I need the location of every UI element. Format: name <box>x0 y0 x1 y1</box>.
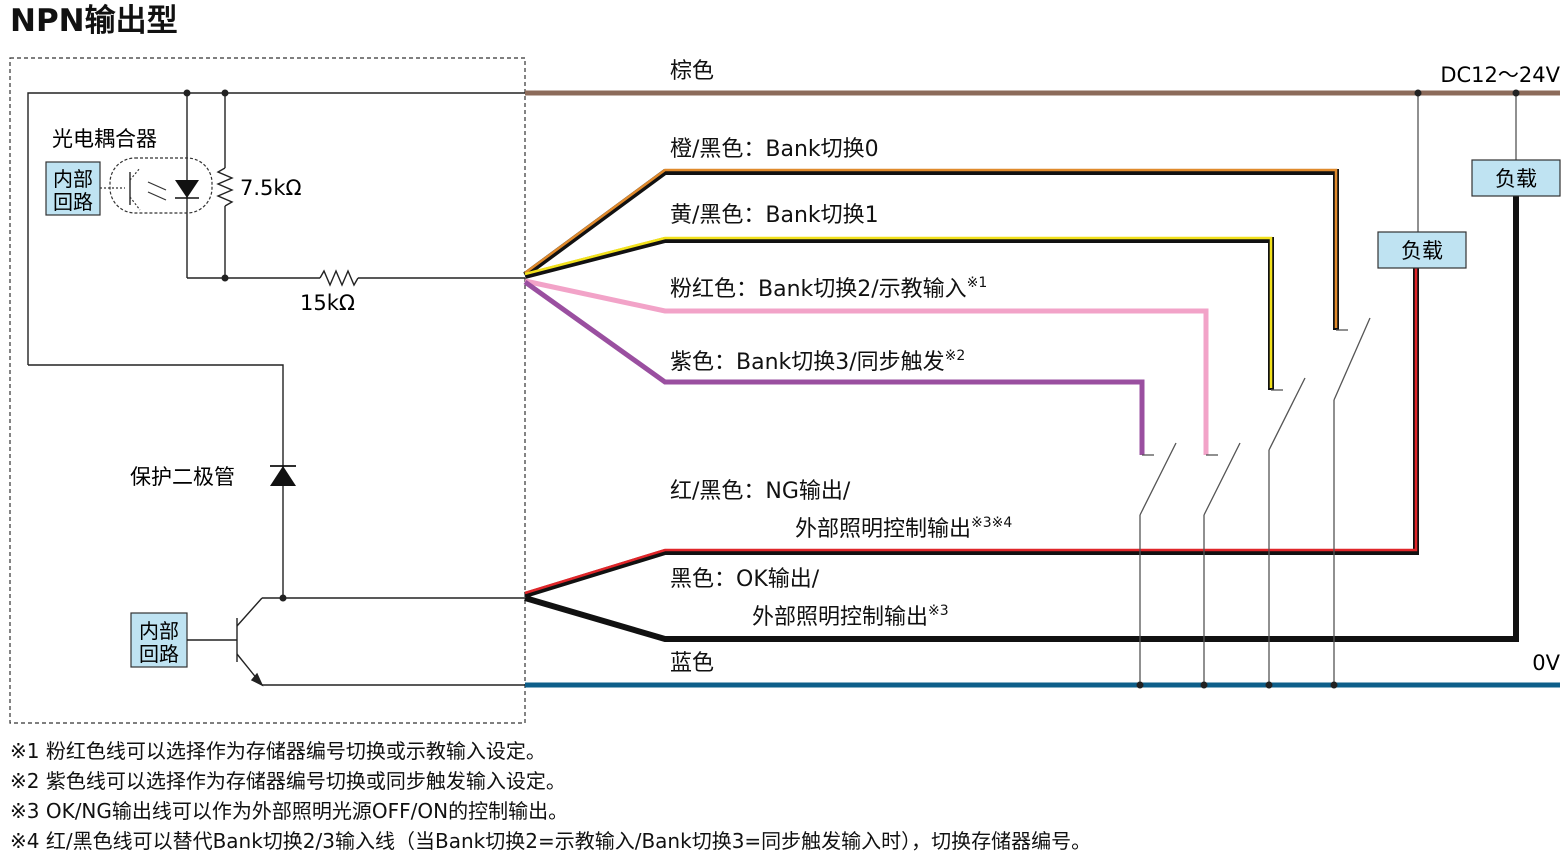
load-junction <box>1512 89 1520 97</box>
svg-text:内部: 内部 <box>139 619 179 643</box>
svg-text:负载: 负载 <box>1495 167 1537 191</box>
wire-label-black-line2: 外部照明控制输出※3 <box>752 603 949 630</box>
wire-label-blue: 蓝色 <box>670 651 714 676</box>
resistor-7k5-label: 7.5kΩ <box>240 176 302 200</box>
circuit-junctions <box>183 89 287 602</box>
footnote-4: ※4 红/黑色线可以替代Bank切换2/3输入线（当Bank切换2=示教输入/B… <box>10 829 1092 853</box>
internal-circuit-box-top: 内部 回路 <box>45 161 101 216</box>
pink-wire <box>524 278 1209 455</box>
wire-label-orange: 橙/黑色：Bank切换0 <box>670 137 879 162</box>
wire-label-red-black: 红/黑色：NG输出/ <box>670 479 851 504</box>
orange-black-wire <box>523 168 1339 330</box>
wire-labels: 棕色 橙/黑色：Bank切换0 黄/黑色：Bank切换1 粉红色：Bank切换2… <box>670 59 1012 676</box>
wire-label-pink: 粉红色：Bank切换2/示教输入※1 <box>670 275 987 302</box>
purple-wire <box>523 279 1145 455</box>
protection-diode-label: 保护二极管 <box>130 465 235 489</box>
wire-label-black: 黑色：OK输出/ <box>670 567 820 592</box>
load-box-2: 负载 <box>1471 159 1561 197</box>
page-title: NPN输出型 <box>10 3 178 39</box>
red-black-wire <box>524 266 1419 598</box>
yellow-black-wire <box>524 236 1274 390</box>
footnote-3: ※3 OK/NG输出线可以作为外部照明光源OFF/ON的控制输出。 <box>10 799 569 823</box>
load-lines <box>1417 93 1517 232</box>
footnote-1: ※1 粉红色线可以选择作为存储器编号切换或示教输入设定。 <box>10 739 546 763</box>
input-circuit <box>27 92 525 598</box>
load-junction <box>1414 89 1422 97</box>
optocoupler-label: 光电耦合器 <box>52 127 157 151</box>
wire-label-yellow: 黄/黑色：Bank切换1 <box>670 203 879 228</box>
wire-label-red-black-line2: 外部照明控制输出※3※4 <box>795 515 1012 542</box>
svg-text:回路: 回路 <box>139 642 179 666</box>
led-diode-symbol <box>175 180 199 198</box>
internal-circuit-box-bottom: 内部 回路 <box>130 612 188 668</box>
supply-positive-label: DC12～24V <box>1440 63 1560 87</box>
black-wire <box>524 196 1519 642</box>
optocoupler <box>100 157 213 214</box>
input-switches <box>1139 317 1371 685</box>
wire-label-purple: 紫色：Bank切换3/同步触发※2 <box>670 348 965 375</box>
load-box-1: 负载 <box>1377 231 1467 269</box>
protection-diode <box>270 465 296 486</box>
sensor-boundary <box>9 57 526 724</box>
resistor-15k-label: 15kΩ <box>300 291 355 315</box>
wire-label-brown: 棕色 <box>670 59 714 84</box>
footnote-2: ※2 紫色线可以选择作为存储器编号切换或同步触发输入设定。 <box>10 769 566 793</box>
svg-text:回路: 回路 <box>53 190 93 214</box>
output-transistor <box>187 597 525 687</box>
supply-zero-label: 0V <box>1532 651 1560 675</box>
switch-junctions <box>1136 681 1338 689</box>
svg-text:内部: 内部 <box>53 167 93 191</box>
svg-text:负载: 负载 <box>1401 239 1443 263</box>
